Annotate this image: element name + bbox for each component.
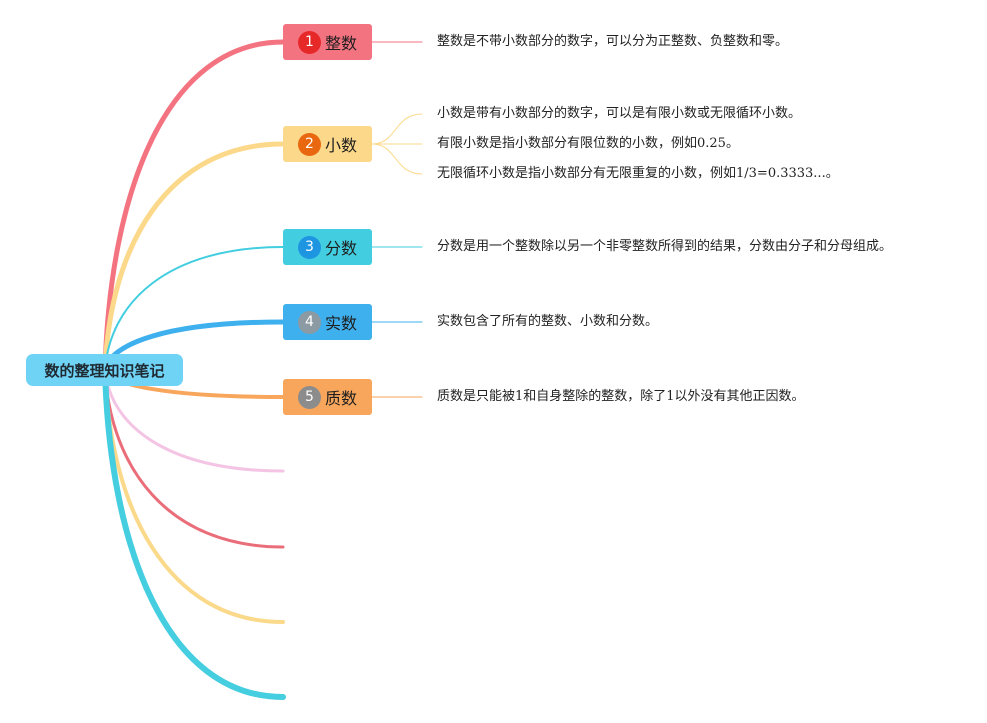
branch-label: 实数 xyxy=(324,314,357,333)
leaf-text-1-1[interactable]: 整数是不带小数部分的数字，可以分为正整数、负整数和零。 xyxy=(437,34,789,49)
leaf-edge xyxy=(371,143,423,175)
empty-branch-edge-3 xyxy=(103,368,285,624)
number-badge-icon: 4 xyxy=(297,310,321,334)
leaf-text-2-1[interactable]: 小数是带有小数部分的数字，可以是有限小数或无限循环小数。 xyxy=(437,106,802,121)
leaf-text-3-1[interactable]: 分数是用一个整数除以另一个非零整数所得到的结果，分数由分子和分母组成。 xyxy=(437,239,893,254)
empty-branch-edge-1 xyxy=(103,368,285,473)
root-node[interactable]: 数的整理知识笔记 xyxy=(26,354,183,386)
leaf-text-4-1[interactable]: 实数包含了所有的整数、小数和分数。 xyxy=(437,314,659,329)
branch-edge-3 xyxy=(104,246,284,371)
branch-label: 小数 xyxy=(324,136,357,155)
leaf-text-5-1[interactable]: 质数是只能被1和自身整除的整数，除了1以外没有其他正因数。 xyxy=(437,389,805,404)
number-badge-icon: 1 xyxy=(297,30,321,54)
leaf-text-2-2[interactable]: 有限小数是指小数部分有限位数的小数，例如0.25。 xyxy=(437,136,739,151)
root-label: 数的整理知识笔记 xyxy=(44,361,165,380)
branch-edge-2 xyxy=(102,141,286,373)
branch-edge-1 xyxy=(102,39,286,373)
branch-label: 质数 xyxy=(324,389,357,408)
leaf-text-2-3[interactable]: 无限循环小数是指小数部分有无限重复的小数，例如1/3=0.3333...。 xyxy=(437,166,839,181)
leaf-edge xyxy=(371,113,423,145)
leaf-edge-layer xyxy=(371,41,423,398)
number-badge-icon: 2 xyxy=(297,132,321,156)
number-badge-icon: 3 xyxy=(297,235,321,259)
number-badge-icon: 5 xyxy=(297,385,321,409)
empty-branch-edge-4 xyxy=(102,367,286,700)
branch-label: 分数 xyxy=(324,239,357,258)
branch-label: 整数 xyxy=(324,34,357,53)
